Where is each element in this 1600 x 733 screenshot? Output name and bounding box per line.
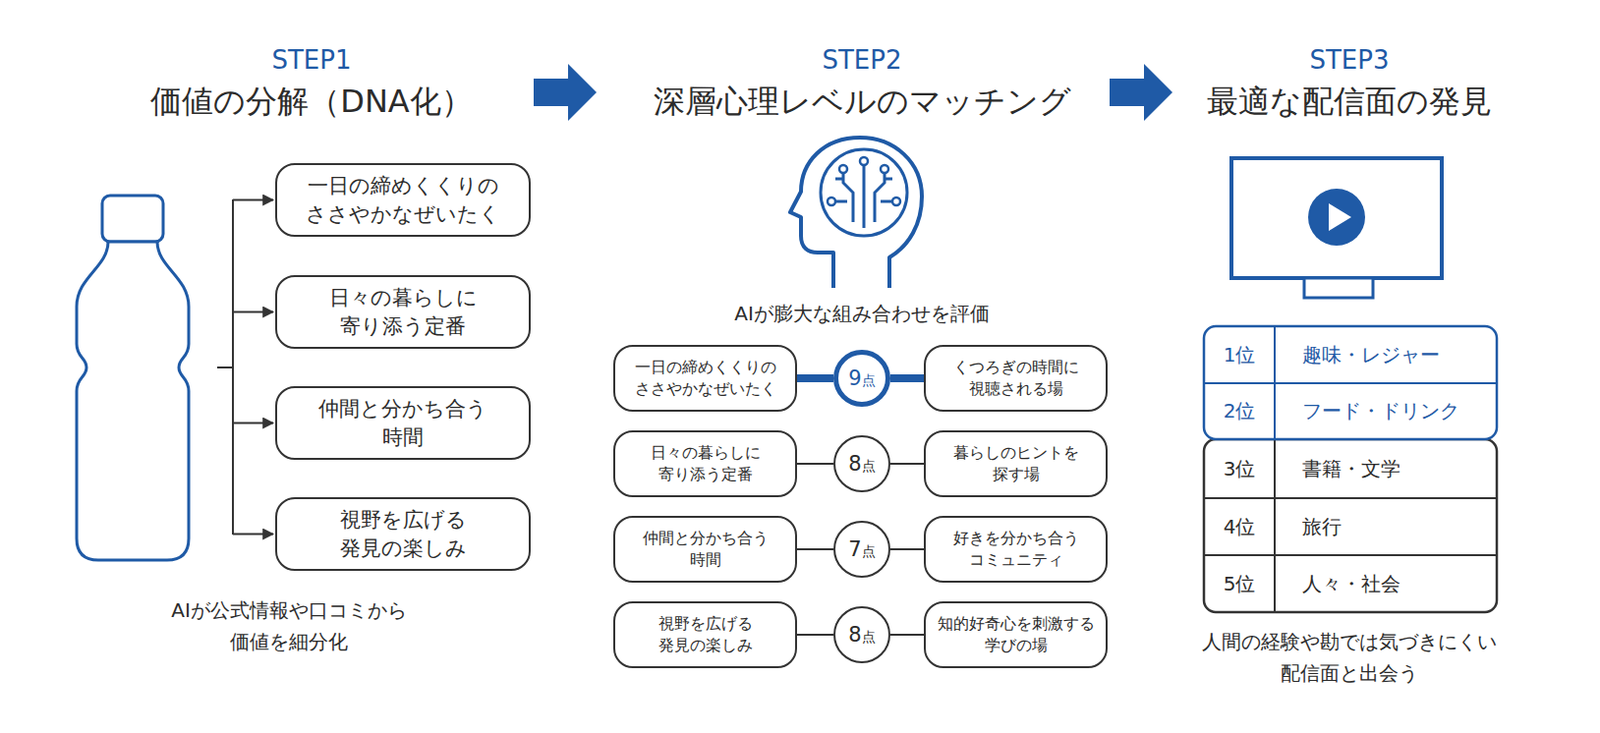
score-text: 8点 bbox=[848, 450, 875, 478]
circle-ring bbox=[834, 436, 890, 492]
bracket-stem bbox=[217, 366, 233, 369]
box-text: 視野を広げる 発見の楽しみ bbox=[340, 506, 467, 563]
rank-cell: 2位 bbox=[1223, 395, 1257, 427]
bracket-branch bbox=[232, 422, 274, 425]
circuit-dot bbox=[892, 197, 901, 206]
box-text: 日々の暮らしに 寄り添う定番 bbox=[329, 284, 478, 341]
table-row-rule bbox=[1203, 554, 1497, 557]
value-box: 仲間と分かち合う 時間 bbox=[275, 386, 531, 460]
bracket-spine bbox=[231, 199, 234, 535]
score-text: 9点 bbox=[848, 364, 875, 393]
rank-cell: 3位 bbox=[1223, 453, 1257, 485]
media-box: 暮らしのヒントを 探す場 bbox=[923, 430, 1108, 498]
match-connector bbox=[797, 374, 834, 383]
circuit-dot bbox=[859, 157, 868, 166]
match-connector bbox=[890, 633, 924, 636]
score-circle: 9点 bbox=[833, 349, 891, 407]
bracket-branch bbox=[232, 533, 274, 536]
step-arrow bbox=[533, 63, 597, 121]
ranking-table-lower bbox=[1203, 439, 1497, 613]
category-cell: 書籍・文学 bbox=[1302, 453, 1401, 485]
play-button bbox=[1308, 188, 1366, 246]
score-text: 7点 bbox=[848, 535, 875, 564]
value-box: 視野を広げる 発見の楽しみ bbox=[275, 497, 531, 572]
box-text: 日々の暮らしに 寄り添う定番 bbox=[650, 442, 761, 485]
circuit-dot bbox=[839, 165, 848, 173]
value-box: 視野を広げる 発見の楽しみ bbox=[613, 601, 798, 669]
circle-ring bbox=[834, 521, 890, 577]
score-circle: 7点 bbox=[833, 520, 891, 578]
value-box: 仲間と分かち合う 時間 bbox=[613, 515, 798, 583]
category-cell: 旅行 bbox=[1302, 511, 1342, 543]
bottle-cap bbox=[102, 195, 164, 242]
step-number: STEP1 bbox=[271, 40, 351, 82]
media-box: 知的好奇心を刺激する 学びの場 bbox=[923, 601, 1108, 669]
step-caption: 人間の経験や勘では気づきにくい 配信面と出会う bbox=[1201, 626, 1497, 689]
step-title: 価値の分解（DNA化） bbox=[150, 76, 472, 127]
box-text: 好きを分かち合う コミュニティ bbox=[953, 527, 1080, 571]
step-title: 最適な配信面の発見 bbox=[1206, 76, 1492, 127]
circle-ring bbox=[834, 607, 890, 663]
circuit-dot bbox=[880, 165, 889, 173]
step-number: STEP2 bbox=[821, 40, 902, 82]
rank-cell: 5位 bbox=[1223, 568, 1257, 600]
match-connector bbox=[797, 633, 834, 636]
box-text: 一日の締めくくりの ささやかなぜいたく bbox=[305, 171, 501, 229]
box-text: くつろぎの時間に 視聴される場 bbox=[953, 356, 1080, 400]
box-text: 知的好奇心を刺激する 学びの場 bbox=[937, 613, 1095, 656]
rank-cell: 1位 bbox=[1223, 339, 1257, 371]
match-connector bbox=[797, 548, 834, 551]
match-connector bbox=[890, 462, 924, 465]
monitor-stand bbox=[1304, 278, 1373, 298]
category-cell: フード・ドリンク bbox=[1302, 395, 1460, 427]
box-text: 一日の締めくくりの ささやかなぜいたく bbox=[634, 356, 777, 400]
score-text: 8点 bbox=[848, 621, 875, 649]
step-caption: AIが膨大な組み合わせを評価 bbox=[734, 297, 990, 330]
step-arrow bbox=[1109, 63, 1173, 121]
media-box: くつろぎの時間に 視聴される場 bbox=[923, 344, 1108, 412]
table-row-rule bbox=[1203, 497, 1497, 500]
box-text: 暮らしのヒントを 探す場 bbox=[953, 442, 1080, 485]
category-cell: 趣味・レジャー bbox=[1302, 339, 1440, 371]
score-circle: 8点 bbox=[833, 435, 891, 493]
ranking-table-top bbox=[1203, 326, 1497, 440]
step-title: 深層心理レベルのマッチング bbox=[653, 76, 1072, 127]
head-outline bbox=[790, 137, 922, 288]
step-caption: AIが公式情報や口コミから 価値を細分化 bbox=[171, 594, 407, 658]
value-box: 一日の締めくくりの ささやかなぜいたく bbox=[275, 163, 531, 237]
circuit-dot bbox=[827, 197, 836, 206]
brain-circle bbox=[820, 149, 908, 236]
score-circle: 8点 bbox=[833, 606, 891, 664]
value-box: 日々の暮らしに 寄り添う定番 bbox=[275, 275, 531, 349]
value-box: 日々の暮らしに 寄り添う定番 bbox=[613, 430, 798, 498]
value-box: 一日の締めくくりの ささやかなぜいたく bbox=[613, 344, 798, 412]
circle-ring bbox=[836, 352, 889, 405]
table-row-rule bbox=[1203, 382, 1497, 385]
match-connector bbox=[797, 462, 834, 465]
play-triangle bbox=[1328, 203, 1352, 231]
box-text: 視野を広げる 発見の楽しみ bbox=[658, 613, 753, 656]
match-connector bbox=[890, 548, 924, 551]
bottle-body bbox=[76, 241, 189, 561]
table-column-rule bbox=[1273, 439, 1276, 613]
category-cell: 人々・社会 bbox=[1302, 568, 1401, 600]
circuit-lines bbox=[831, 161, 897, 229]
media-box: 好きを分かち合う コミュニティ bbox=[923, 515, 1108, 583]
box-text: 仲間と分かち合う 時間 bbox=[318, 395, 488, 452]
rank-cell: 4位 bbox=[1223, 511, 1257, 543]
monitor-screen bbox=[1231, 158, 1442, 279]
step-number: STEP3 bbox=[1309, 40, 1389, 82]
bracket-branch bbox=[232, 199, 274, 202]
table-column-rule bbox=[1273, 326, 1276, 440]
match-connector bbox=[890, 374, 924, 383]
box-text: 仲間と分かち合う 時間 bbox=[642, 527, 769, 571]
bracket-branch bbox=[232, 311, 274, 314]
